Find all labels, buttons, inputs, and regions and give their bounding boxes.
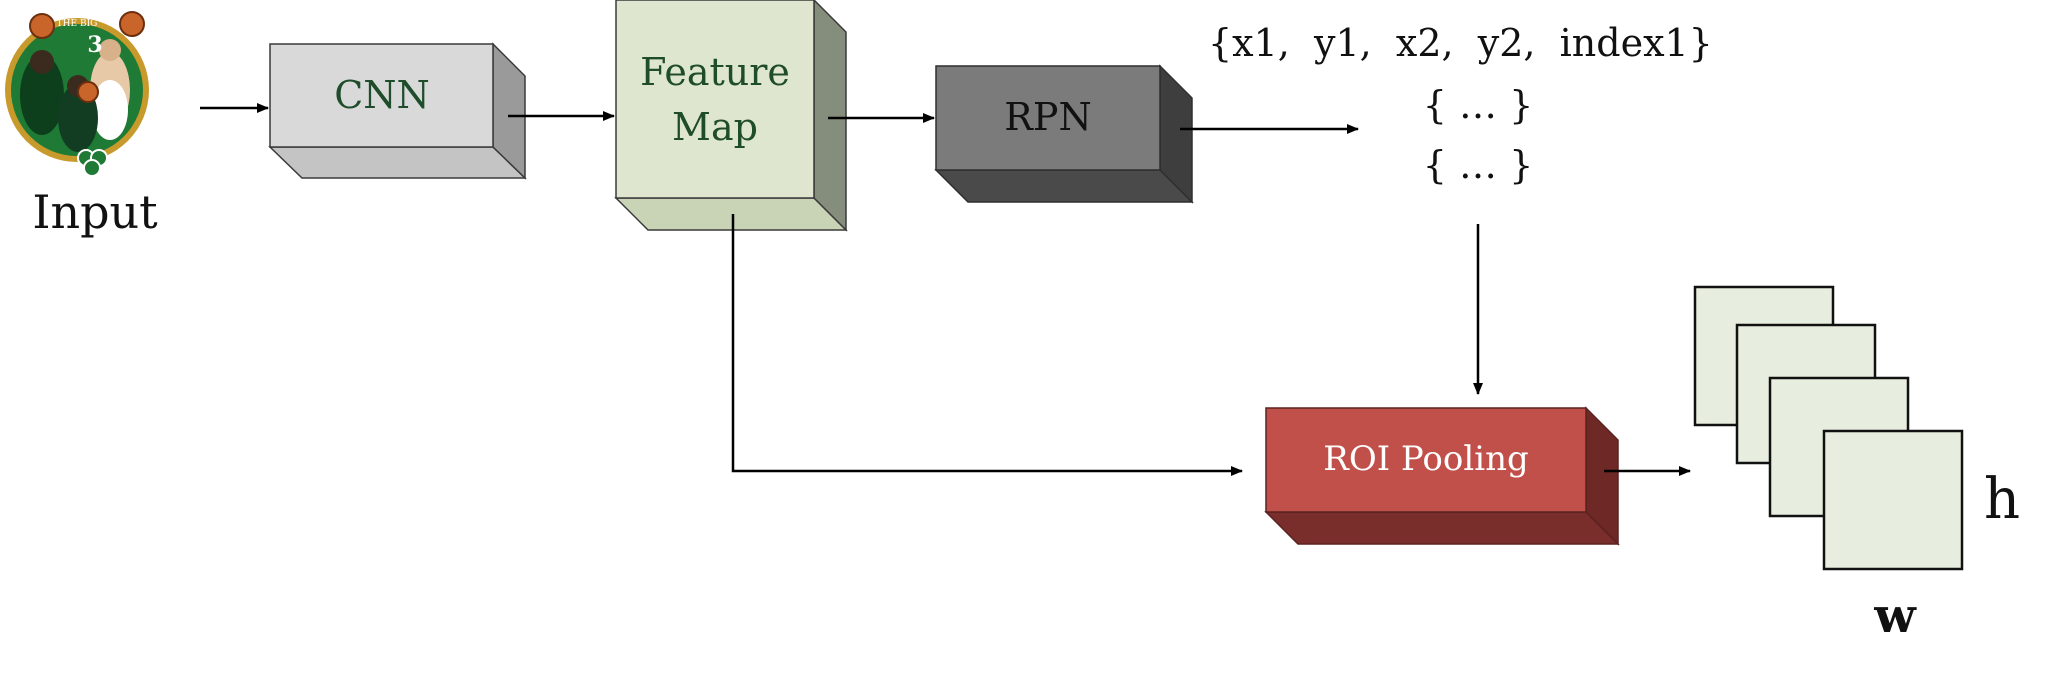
- cnn-block: [268, 42, 527, 180]
- feature-map-top-face: [614, 197, 848, 231]
- feature-map-label-line1: Feature: [640, 50, 790, 94]
- rpn-block: [934, 64, 1194, 204]
- proposal-coords-text: {x1, y1, x2, y2, index1}: [1208, 21, 1713, 65]
- rpn-top-face: [934, 169, 1194, 203]
- basketball-icon: [29, 13, 55, 39]
- cnn-front-face: [269, 43, 494, 148]
- output-feature-stack: [1693, 285, 1964, 571]
- feature-map-label-line2: Map: [672, 105, 758, 149]
- input-logo: THE BIG 3: [5, 11, 149, 177]
- output-map-4: [1822, 429, 1964, 571]
- proposal-ellipsis-1: { … }: [1423, 83, 1534, 127]
- feature-map-side-face: [813, 0, 847, 232]
- logo-badge-number: 3: [87, 32, 102, 58]
- cnn-label: CNN: [334, 73, 430, 117]
- proposal-ellipsis-2: { … }: [1423, 143, 1534, 187]
- rpn-label: RPN: [1004, 95, 1091, 139]
- rpn-front-face: [935, 65, 1161, 171]
- arrow-feature-map-to-roi: [731, 214, 1243, 476]
- roi-pooling-block: [1264, 406, 1620, 546]
- logo-badge-text: THE BIG: [57, 19, 98, 29]
- output-width-label: w: [1873, 588, 1917, 644]
- arrows: [200, 103, 1691, 476]
- basketball-icon: [77, 81, 99, 103]
- roi-pooling-label: ROI Pooling: [1323, 439, 1529, 479]
- roi-pooling-front-face: [1265, 407, 1587, 513]
- cnn-top-face: [268, 146, 527, 179]
- feature-map-front-face: [615, 0, 815, 199]
- clover-icon: [77, 149, 108, 177]
- feature-map-block: [614, 0, 848, 232]
- input-label: Input: [32, 185, 158, 239]
- roi-pooling-top-face: [1264, 511, 1620, 545]
- output-height-label: h: [1984, 467, 2020, 532]
- basketball-icon: [119, 11, 145, 37]
